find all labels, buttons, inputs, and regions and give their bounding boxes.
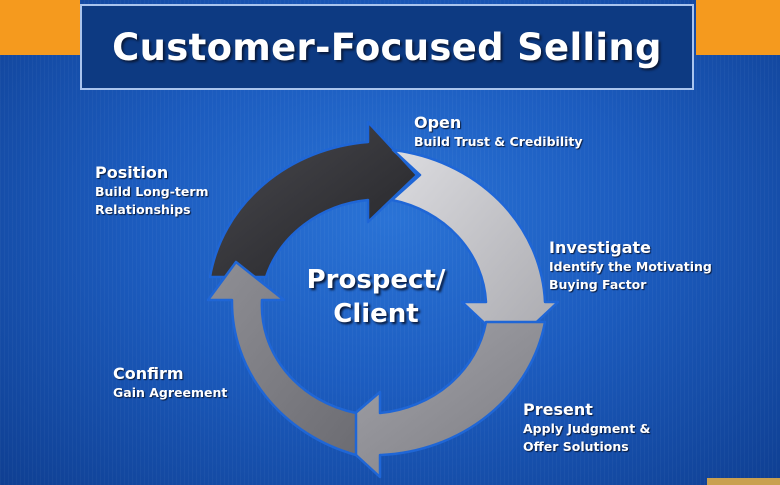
stage-investigate: Investigate Identify the Motivating Buyi… <box>549 237 712 294</box>
stage-open: Open Build Trust & Credibility <box>414 112 583 151</box>
cycle-arrow-open-investigate <box>390 148 560 349</box>
orange-accent-right <box>696 0 780 55</box>
cycle-arrow-confirm <box>206 260 358 457</box>
stage-position: Position Build Long-term Relationships <box>95 162 209 219</box>
slide-title: Customer-Focused Selling <box>112 25 662 69</box>
cycle-arrow-present <box>330 320 547 479</box>
stage-desc: Relationships <box>95 202 191 217</box>
stage-name: Position <box>95 163 169 182</box>
stage-confirm: Confirm Gain Agreement <box>113 363 227 402</box>
stage-desc: Buying Factor <box>549 277 647 292</box>
stage-desc: Apply Judgment & <box>523 421 651 436</box>
title-box: Customer-Focused Selling <box>80 4 694 90</box>
stage-desc: Build Trust & Credibility <box>414 134 583 149</box>
stage-name: Confirm <box>113 364 184 383</box>
stage-name: Investigate <box>549 238 652 257</box>
corner-decoration <box>707 478 780 485</box>
stage-name: Open <box>414 113 462 132</box>
cycle-arrow-position <box>208 120 419 279</box>
center-label-line2: Client <box>333 299 419 329</box>
stage-desc: Build Long-term <box>95 184 209 199</box>
orange-accent-left <box>0 0 80 55</box>
stage-present: Present Apply Judgment & Offer Solutions <box>523 399 650 456</box>
center-label: Prospect/ Client <box>276 263 476 331</box>
stage-name: Present <box>523 400 593 419</box>
stage-desc: Identify the Motivating <box>549 259 712 274</box>
center-label-line1: Prospect/ <box>306 265 446 295</box>
stage-desc: Offer Solutions <box>523 439 629 454</box>
stage-desc: Gain Agreement <box>113 385 228 400</box>
